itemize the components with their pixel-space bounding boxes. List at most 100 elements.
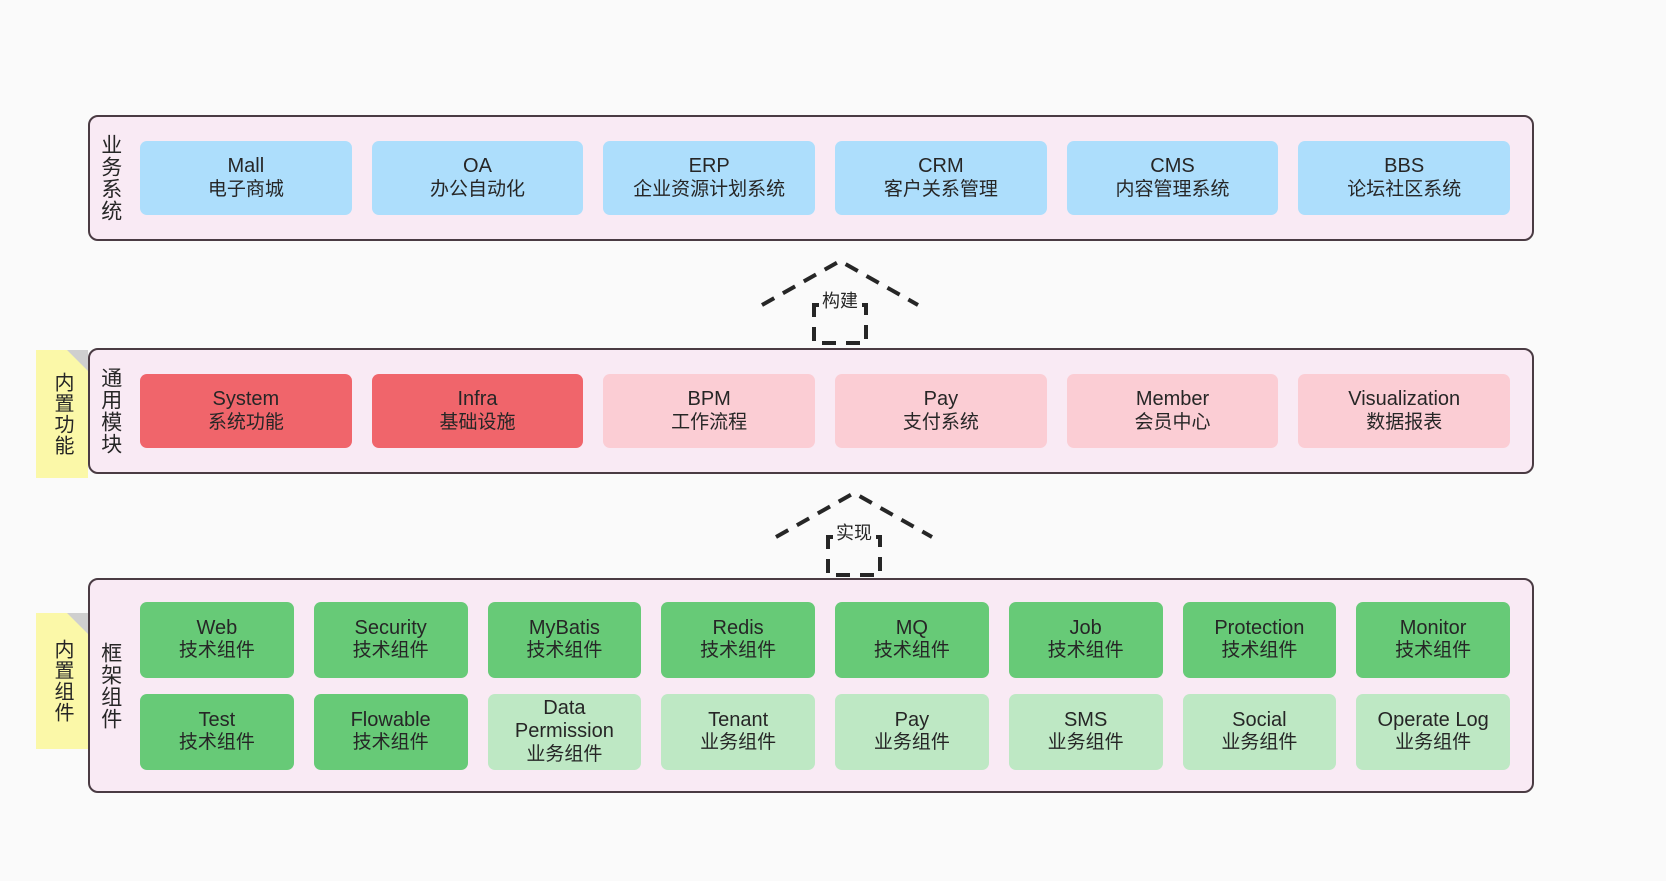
node-label-cn: 工作流程: [671, 411, 748, 433]
node-label-en: Test: [198, 708, 236, 731]
node-security[interactable]: Security 技术组件: [313, 601, 468, 678]
node-label-en: BBS: [1384, 155, 1425, 177]
node-test[interactable]: Test 技术组件: [140, 693, 294, 770]
node-label-en: Monitor: [1399, 616, 1467, 639]
connector-label-build: 构建: [819, 287, 861, 313]
row-tech-components: Web 技术组件 Security 技术组件 MyBatis 技术组件 Redi…: [140, 601, 1510, 678]
node-erp[interactable]: ERP 企业资源计划系统: [603, 141, 816, 215]
node-system[interactable]: System 系统功能: [140, 374, 352, 448]
node-mall[interactable]: Mall 电子商城: [140, 141, 352, 215]
node-label-en: CRM: [918, 155, 964, 177]
node-label-en: MyBatis: [528, 616, 600, 639]
connector-implement: 实现: [770, 489, 938, 577]
layer-title-general-modules: 通用模块: [98, 367, 122, 455]
node-label-en: Data Permission: [514, 696, 614, 743]
node-mq[interactable]: MQ 技术组件: [835, 601, 989, 678]
node-label-cn: 业务组件: [1221, 732, 1298, 754]
node-pay-component[interactable]: Pay 业务组件: [835, 693, 989, 770]
row-general-modules: System 系统功能 Infra 基础设施 BPM 工作流程 Pay 支付系统…: [140, 374, 1511, 448]
node-label-cn: 技术组件: [1047, 640, 1124, 662]
node-label-en: Member: [1135, 388, 1210, 410]
node-label-en: CMS: [1150, 155, 1195, 177]
layer-body-general-modules: System 系统功能 Infra 基础设施 BPM 工作流程 Pay 支付系统…: [130, 350, 1532, 472]
node-label-cn: 办公自动化: [430, 178, 526, 200]
node-label-cn: 技术组件: [352, 640, 429, 662]
node-label-en: Redis: [712, 616, 764, 639]
node-data-permission[interactable]: Data Permission 业务组件: [487, 693, 642, 770]
node-label-cn: 业务组件: [1395, 732, 1472, 754]
node-label-cn: 技术组件: [178, 640, 255, 662]
generalization-arrowhead-icon: [775, 490, 933, 539]
node-label-cn: 技术组件: [352, 732, 429, 754]
node-label-cn: 基础设施: [439, 411, 516, 433]
row-business-systems: Mall 电子商城 OA 办公自动化 ERP 企业资源计划系统 CRM 客户关系…: [140, 141, 1511, 215]
node-label-en: System: [212, 388, 280, 410]
node-social[interactable]: Social 业务组件: [1182, 693, 1337, 770]
node-label-cn: 会员中心: [1134, 411, 1211, 433]
node-protection[interactable]: Protection 技术组件: [1182, 601, 1337, 678]
node-label-cn: 支付系统: [902, 411, 979, 433]
node-monitor[interactable]: Monitor 技术组件: [1356, 601, 1510, 678]
node-oa[interactable]: OA 办公自动化: [371, 141, 584, 215]
node-label-cn: 技术组件: [526, 640, 603, 662]
node-label-cn: 业务组件: [1047, 732, 1124, 754]
node-label-cn: 技术组件: [178, 732, 255, 754]
layer-body-business-system: Mall 电子商城 OA 办公自动化 ERP 企业资源计划系统 CRM 客户关系…: [130, 117, 1532, 239]
node-label-cn: 内容管理系统: [1115, 178, 1230, 200]
node-operate-log[interactable]: Operate Log 业务组件: [1356, 693, 1510, 770]
layer-framework-components: 框架组件 Web 技术组件 Security 技术组件 MyBatis 技术组件…: [88, 578, 1534, 793]
sticky-note-label: 内置组件: [51, 639, 73, 723]
node-sms[interactable]: SMS 业务组件: [1008, 693, 1163, 770]
node-label-cn: 企业资源计划系统: [633, 178, 786, 200]
node-mybatis[interactable]: MyBatis 技术组件: [487, 601, 642, 678]
node-label-cn: 客户关系管理: [883, 178, 998, 200]
node-redis[interactable]: Redis 技术组件: [661, 601, 815, 678]
sticky-note-builtin-components: 内置组件: [36, 613, 88, 749]
node-label-en: Infra: [457, 388, 498, 410]
node-label-cn: 系统功能: [207, 411, 284, 433]
node-label-cn: 技术组件: [1221, 640, 1298, 662]
node-label-en: Social: [1232, 708, 1287, 731]
layer-business-system: 业务系统 Mall 电子商城 OA 办公自动化 ERP 企业资源计划系统 CRM…: [88, 115, 1534, 241]
node-label-en: ERP: [688, 155, 730, 177]
layer-title-framework-components: 框架组件: [98, 641, 122, 730]
node-label-en: Mall: [227, 155, 265, 177]
node-label-en: Job: [1069, 616, 1102, 639]
node-infra[interactable]: Infra 基础设施: [371, 374, 584, 448]
layer-body-framework-components: Web 技术组件 Security 技术组件 MyBatis 技术组件 Redi…: [130, 580, 1532, 791]
node-label-cn: 业务组件: [526, 743, 603, 765]
node-label-en: MQ: [895, 616, 928, 639]
sticky-note-builtin-functions: 内置功能: [36, 350, 88, 478]
node-label-en: Tenant: [708, 708, 769, 731]
node-label-cn: 数据报表: [1366, 411, 1443, 433]
node-label-cn: 技术组件: [700, 640, 777, 662]
node-label-en: SMS: [1063, 708, 1108, 731]
node-label-cn: 业务组件: [873, 732, 950, 754]
row-biz-components: Test 技术组件 Flowable 技术组件 Data Permission …: [140, 693, 1510, 770]
node-label-en: Security: [354, 616, 427, 639]
node-label-cn: 电子商城: [207, 178, 284, 200]
node-flowable[interactable]: Flowable 技术组件: [313, 693, 468, 770]
generalization-arrowhead-icon: [761, 258, 919, 307]
node-visualization[interactable]: Visualization 数据报表: [1298, 374, 1511, 448]
node-label-en: Web: [196, 616, 238, 639]
node-label-cn: 论坛社区系统: [1347, 178, 1462, 200]
node-label-cn: 技术组件: [1395, 640, 1472, 662]
node-tenant[interactable]: Tenant 业务组件: [661, 693, 815, 770]
layer-general-modules: 通用模块 System 系统功能 Infra 基础设施 BPM 工作流程 Pay…: [88, 348, 1534, 474]
node-label-cn: 技术组件: [873, 640, 950, 662]
node-label-en: Pay: [923, 388, 959, 410]
node-cms[interactable]: CMS 内容管理系统: [1066, 141, 1279, 215]
node-bpm[interactable]: BPM 工作流程: [603, 374, 816, 448]
node-crm[interactable]: CRM 客户关系管理: [835, 141, 1047, 215]
node-label-en: Pay: [894, 708, 930, 731]
sticky-note-label: 内置功能: [51, 372, 73, 456]
connector-label-implement: 实现: [833, 519, 875, 545]
node-bbs[interactable]: BBS 论坛社区系统: [1298, 141, 1511, 215]
node-web[interactable]: Web 技术组件: [140, 601, 294, 678]
node-pay-module[interactable]: Pay 支付系统: [835, 374, 1047, 448]
node-member[interactable]: Member 会员中心: [1066, 374, 1279, 448]
node-label-en: BPM: [687, 388, 731, 410]
node-job[interactable]: Job 技术组件: [1008, 601, 1163, 678]
